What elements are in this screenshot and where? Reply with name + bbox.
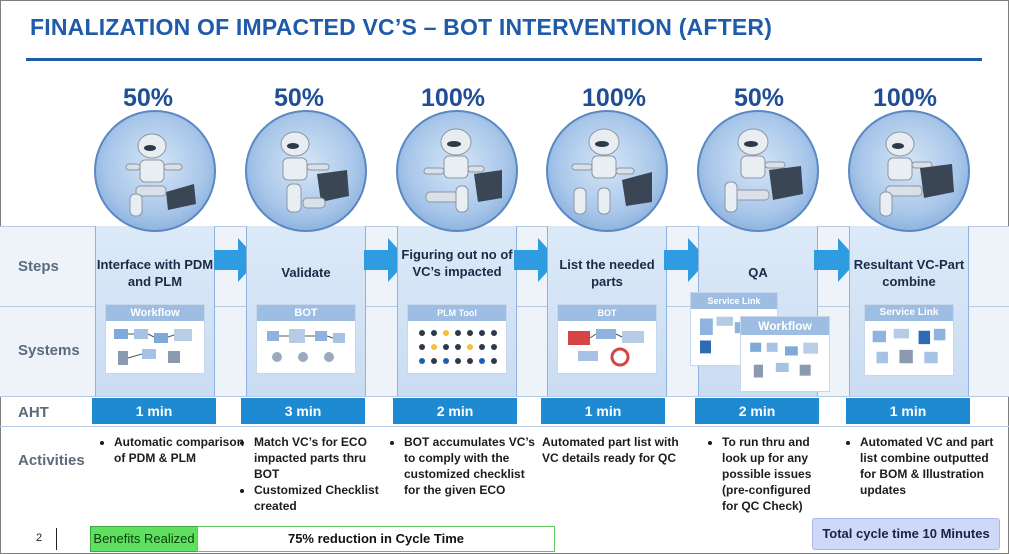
percent-label: 50%	[273, 84, 325, 112]
benefits-label: Benefits Realized	[90, 526, 198, 552]
percent-label: 100%	[582, 84, 646, 112]
system-thumbnail: PLM Tool	[407, 304, 507, 374]
percent-label: 100%	[421, 84, 485, 112]
benefits-value: 75% reduction in Cycle Time	[197, 526, 555, 552]
aht-bar: 2 min	[393, 398, 517, 424]
robot-laptop-icon	[724, 128, 803, 213]
system-thumbnail: BOT	[557, 304, 657, 374]
activity-item: Customized Checklist created	[254, 482, 390, 514]
row-label-steps: Steps	[18, 258, 59, 275]
robot-laptop-icon	[125, 133, 196, 217]
plm-tool-grid-icon	[419, 330, 497, 364]
step-title: Resultant VC-Part combine	[853, 257, 965, 289]
robot-circle	[848, 110, 970, 232]
aht-bar: 1 min	[92, 398, 216, 424]
percent-label: 50%	[733, 84, 785, 112]
robot-circle	[396, 110, 518, 232]
robot-circle	[94, 110, 216, 232]
bot-flow-diagram-icon	[568, 329, 644, 367]
system-label: Service Link	[691, 293, 777, 309]
activity-text: Automated part list with VC details read…	[542, 435, 679, 465]
system-thumbnail: Workflow	[105, 304, 205, 374]
flow-arrow-icon	[664, 238, 708, 282]
row-label-activities: Activities	[18, 452, 85, 469]
workflow-diagram-icon	[114, 329, 192, 365]
robot-circle	[245, 110, 367, 232]
row-divider	[0, 426, 1009, 427]
slide-title: FINALIZATION OF IMPACTED VC’S – BOT INTE…	[30, 14, 773, 40]
activity-item: To run thru and look up for any possible…	[722, 434, 812, 514]
system-thumbnail: BOT	[256, 304, 356, 374]
system-label: BOT	[257, 305, 355, 321]
bot-diagram-icon	[267, 329, 345, 362]
activity-item: Automated VC and part list combine outpu…	[860, 434, 996, 498]
service-link-diagram-icon	[872, 328, 946, 364]
activity-item: Automatic comparison of PDM & PLM	[114, 434, 250, 466]
activity-list: Automatic comparison of PDM & PLM	[100, 434, 250, 466]
aht-bar: 2 min	[695, 398, 819, 424]
aht-bar: 1 min	[846, 398, 970, 424]
system-thumbnail: Workflow	[740, 316, 830, 392]
step-title: QA	[748, 265, 768, 280]
row-divider	[0, 396, 1009, 397]
robot-laptop-icon	[423, 128, 502, 213]
percent-label: 50%	[122, 84, 174, 112]
system-label: BOT	[558, 305, 656, 321]
row-label-aht: AHT	[18, 404, 49, 421]
activity-list: Automated VC and part list combine outpu…	[846, 434, 996, 498]
system-thumbnail: Service Link	[864, 304, 954, 376]
activity-list: To run thru and look up for any possible…	[708, 434, 812, 514]
flow-arrow-icon	[814, 238, 858, 282]
step-title: Interface with PDM and PLM	[96, 257, 214, 289]
aht-bar: 3 min	[241, 398, 365, 424]
workflow-diagram-icon	[750, 342, 818, 378]
percent-label: 100%	[873, 84, 937, 112]
system-label: PLM Tool	[408, 305, 506, 321]
activity-list: BOT accumulates VC’s to comply with the …	[390, 434, 540, 498]
system-label: Workflow	[741, 317, 829, 335]
page-number: 2	[36, 532, 43, 544]
robot-circle	[697, 110, 819, 232]
robot-laptop-icon	[280, 131, 349, 213]
robot-laptop-icon	[879, 131, 954, 217]
robot-circle	[546, 110, 668, 232]
row-label-systems: Systems	[18, 342, 80, 359]
system-label: Workflow	[106, 305, 204, 321]
activity-list: Match VC’s for ECO impacted parts thru B…	[240, 434, 390, 514]
footer-divider	[56, 528, 57, 550]
activity-item: BOT accumulates VC’s to comply with the …	[404, 434, 540, 498]
step-title: Validate	[281, 265, 331, 280]
step-title: List the needed parts	[559, 257, 655, 289]
system-label: Service Link	[865, 305, 953, 321]
step-title: Figuring out no of VC’s impacted	[401, 247, 513, 279]
aht-bar: 1 min	[541, 398, 665, 424]
activity-item: Match VC’s for ECO impacted parts thru B…	[254, 434, 390, 482]
total-cycle-time-badge: Total cycle time 10 Minutes	[812, 518, 1000, 550]
robot-laptop-icon	[571, 128, 652, 215]
title-rule	[26, 58, 982, 61]
